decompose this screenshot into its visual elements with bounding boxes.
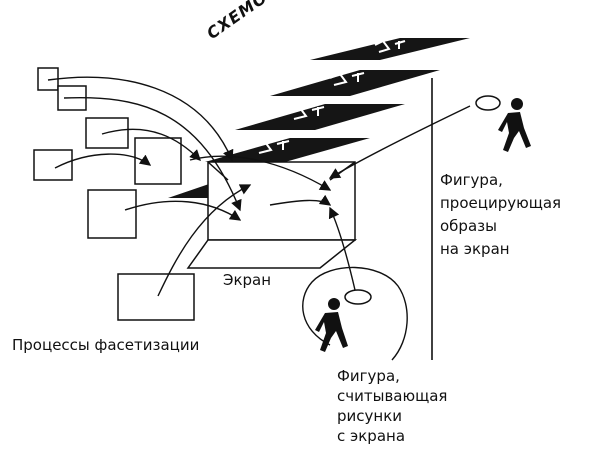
screen — [186, 161, 358, 269]
screen-label: Экран — [223, 271, 272, 289]
walking-figure-icon — [498, 98, 531, 152]
eye-icon — [344, 289, 372, 305]
process-box-7 — [117, 273, 195, 321]
process-arrows — [47, 76, 332, 297]
stream-panel-2 — [270, 70, 440, 96]
process-box-5 — [134, 137, 182, 185]
reader-label-line: рисунки — [337, 407, 403, 425]
reader-label-line: с экрана — [337, 427, 406, 445]
walking-figure-icon — [315, 298, 348, 352]
stream-panel-3 — [235, 104, 405, 130]
process-boxes — [33, 67, 195, 321]
projector-label-line: Фигура, — [440, 171, 503, 189]
screen-face — [207, 161, 356, 241]
reading — [302, 206, 408, 361]
projector-label-line: образы — [440, 217, 497, 235]
process-box-6 — [87, 189, 137, 239]
eye-icon — [475, 95, 501, 111]
process-box-4 — [33, 149, 73, 181]
reader-label-line: считывающая — [337, 387, 448, 405]
processes-label: Процессы фасетизации — [12, 336, 200, 354]
reader-label-line: Фигура, — [337, 367, 400, 385]
projector-label-line: проецирующая — [440, 194, 562, 212]
screen-base — [186, 239, 358, 269]
stream-panel-4 — [205, 138, 370, 162]
projection — [328, 78, 471, 360]
projector-label-line: на экран — [440, 240, 510, 258]
